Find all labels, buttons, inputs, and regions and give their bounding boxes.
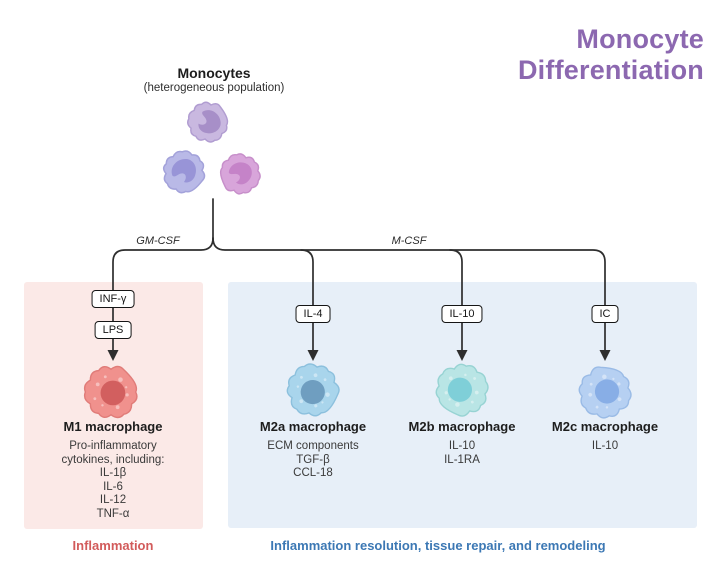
inflammation-footer: Inflammation (72, 538, 154, 553)
m1-products: Pro-inflammatory cytokines, including: I… (62, 440, 165, 521)
m2a-macrophage-icon (280, 357, 346, 423)
m2b-products: IL-10 IL-1RA (444, 440, 480, 467)
stimulus-label: IL-4 (303, 308, 323, 320)
product-line: CCL-18 (293, 467, 333, 479)
product-line: IL-6 (103, 480, 123, 493)
m1-macrophage-label: M1 macrophage (63, 419, 163, 434)
m2b-macrophage-label: M2b macrophage (408, 419, 516, 434)
product-line: IL-10 (591, 440, 619, 452)
stimulus-lps: LPS (94, 321, 132, 339)
product-line: IL-12 (99, 494, 127, 506)
resolution-footer: Inflammation resolution, tissue repair, … (270, 538, 606, 553)
product-line: TNF-α (96, 507, 130, 520)
m2c-macrophage-label: M2c macrophage (551, 419, 659, 434)
m2a-macrophage-label: M2a macrophage (259, 419, 367, 434)
stimulus-label: LPS (102, 324, 124, 336)
m2a-products: ECM components TGF-β CCL-18 (267, 440, 358, 481)
stimulus-il10: IL-10 (441, 305, 483, 323)
m1-macrophage-icon (83, 365, 138, 419)
product-line: IL-1RA (444, 453, 480, 466)
figure-title-line1: Monocyte (576, 24, 704, 54)
product-line: IL-10 (448, 440, 476, 452)
product-line: Pro-inflammatory (69, 440, 157, 452)
stimulus-label: INF-γ (99, 293, 127, 305)
product-line: cytokines, including: (61, 453, 165, 466)
stimulus-ic: IC (591, 305, 619, 323)
figure-title: Monocyte Differentiation (518, 24, 704, 86)
figure-title-line2: Differentiation (517, 55, 704, 85)
product-line: IL-1β (99, 467, 127, 479)
stimulus-label: IL-10 (449, 308, 475, 320)
product-line: TGF-β (296, 453, 330, 466)
stimulus-il4: IL-4 (295, 305, 331, 323)
product-line: ECM components (267, 440, 359, 452)
monocyte-cell-icon (214, 148, 267, 200)
m-csf-label: M-CSF (391, 235, 427, 247)
stimulus-inf-gamma: INF-γ (91, 290, 135, 308)
m2b-macrophage-icon (428, 357, 496, 423)
m2c-macrophage-icon (570, 359, 640, 425)
gm-csf-label: GM-CSF (136, 235, 180, 247)
stimulus-label: IC (599, 308, 611, 320)
monocytes-label: Monocytes (177, 65, 251, 81)
m2c-products: IL-10 (592, 440, 618, 454)
monocytes-sublabel: (heterogeneous population) (143, 82, 285, 94)
